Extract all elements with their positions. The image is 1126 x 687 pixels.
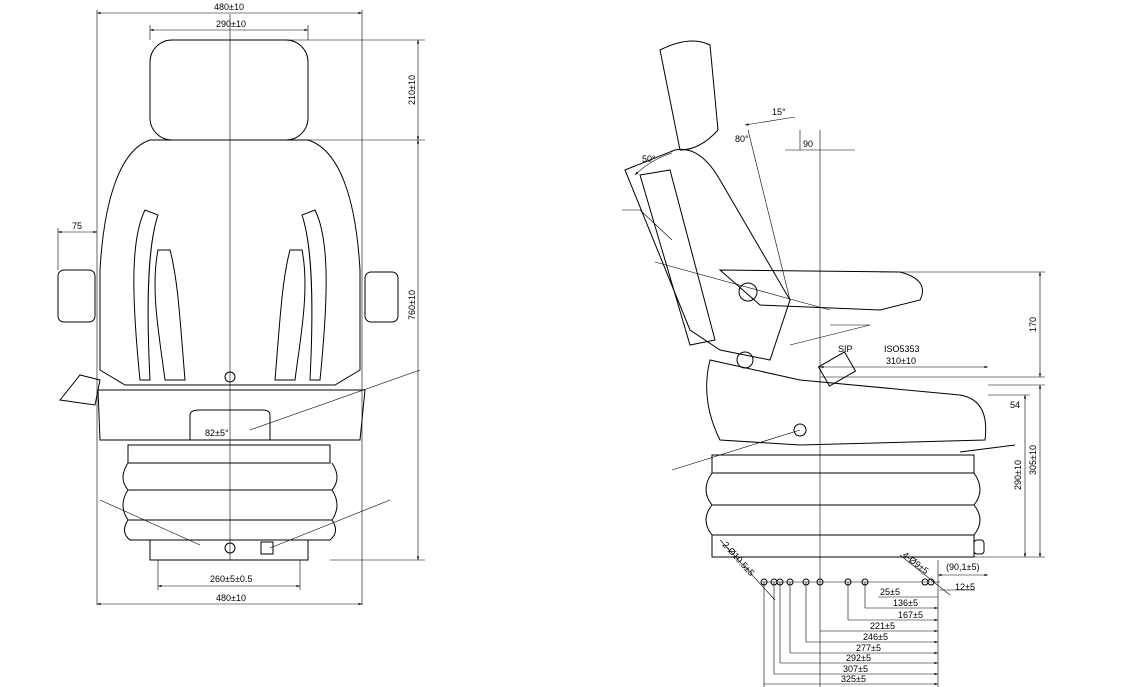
dim-headrest-angle: 50° [642,154,656,164]
dim-292: 292±5 [846,653,871,663]
headrest-side [659,40,719,151]
sip-marker [224,371,236,383]
dim-307: 307±5 [843,664,868,674]
dim-offset-90: 90 [803,139,813,149]
dim-277: 277±5 [856,643,881,653]
dim-246: 246±5 [863,632,888,642]
armrest-left [57,269,96,323]
base-bottom-side [711,534,975,558]
backrest-front [99,139,361,386]
dim-height-290: 290±10 [1013,460,1023,490]
seat-cushion-front [97,389,366,441]
dim-25: 25±5 [880,587,900,597]
backrest-contour-left-inner [154,249,186,381]
headrest-front [149,39,309,141]
armrest-right [364,271,399,323]
dim-sip-height: 170 [1028,317,1038,332]
dim-armrest-offset: 75 [72,221,82,231]
dim-136: 136±5 [893,598,918,608]
switch [260,541,274,555]
dim-221: 221±5 [870,621,895,631]
dim-recline-angle: 15° [772,107,786,117]
dim-overall-height: 760±10 [407,290,417,320]
adjust-knob [224,542,236,554]
dim-backrest-angle: 82±5° [205,428,229,438]
pivot [793,423,807,437]
handle-recess [189,409,271,440]
base-bottom [149,539,309,561]
dim-rail-offset: (90,1±5) [946,562,979,572]
backrest-contour-left [133,209,159,381]
dim-325: 325±5 [841,674,866,684]
dim-holes-right: 4-Ø9±5 [901,550,931,576]
label-sip: SIP [838,344,853,354]
base-handle [973,539,985,555]
dim-height-305: 305±10 [1028,445,1038,475]
backrest-side [624,148,791,361]
front-view: 480±10 290±10 210±10 760±10 75 82±5° 260… [57,2,425,606]
base-top-side [711,454,975,474]
armrest-side [718,269,923,311]
dim-holes-left: 2-Ø10.5±5 [721,540,757,578]
sip-device [817,351,857,387]
backrest-contour-right-inner [274,249,306,381]
side-view: 15° 80° 90 50° SIP ISO5353 310±10 170 54… [622,40,1045,687]
dim-cushion-54: 54 [1010,400,1020,410]
recline-knob [736,351,754,369]
dim-sip-distance: 310±10 [886,356,916,366]
dim-12: 12±5 [955,582,975,592]
backrest-cushion-side [639,169,716,346]
dim-base-width: 260±5±0.5 [210,574,252,584]
backrest-contour-right [301,209,327,381]
bellows-side [705,472,981,536]
dim-overall-width-bottom: 480±10 [216,593,246,603]
slide-lever [959,444,1016,453]
label-standard: ISO5353 [884,344,920,354]
belt-buckle-left [59,374,101,406]
seat-cushion-side [706,359,987,446]
dim-back-angle: 80° [735,134,749,144]
base-top [127,444,331,464]
dim-headrest-height: 210±10 [407,75,417,105]
dim-overall-width-top: 480±10 [214,2,244,12]
armrest-knob [738,282,758,302]
dim-headrest-width: 290±10 [216,19,246,29]
dim-167: 167±5 [898,610,923,620]
